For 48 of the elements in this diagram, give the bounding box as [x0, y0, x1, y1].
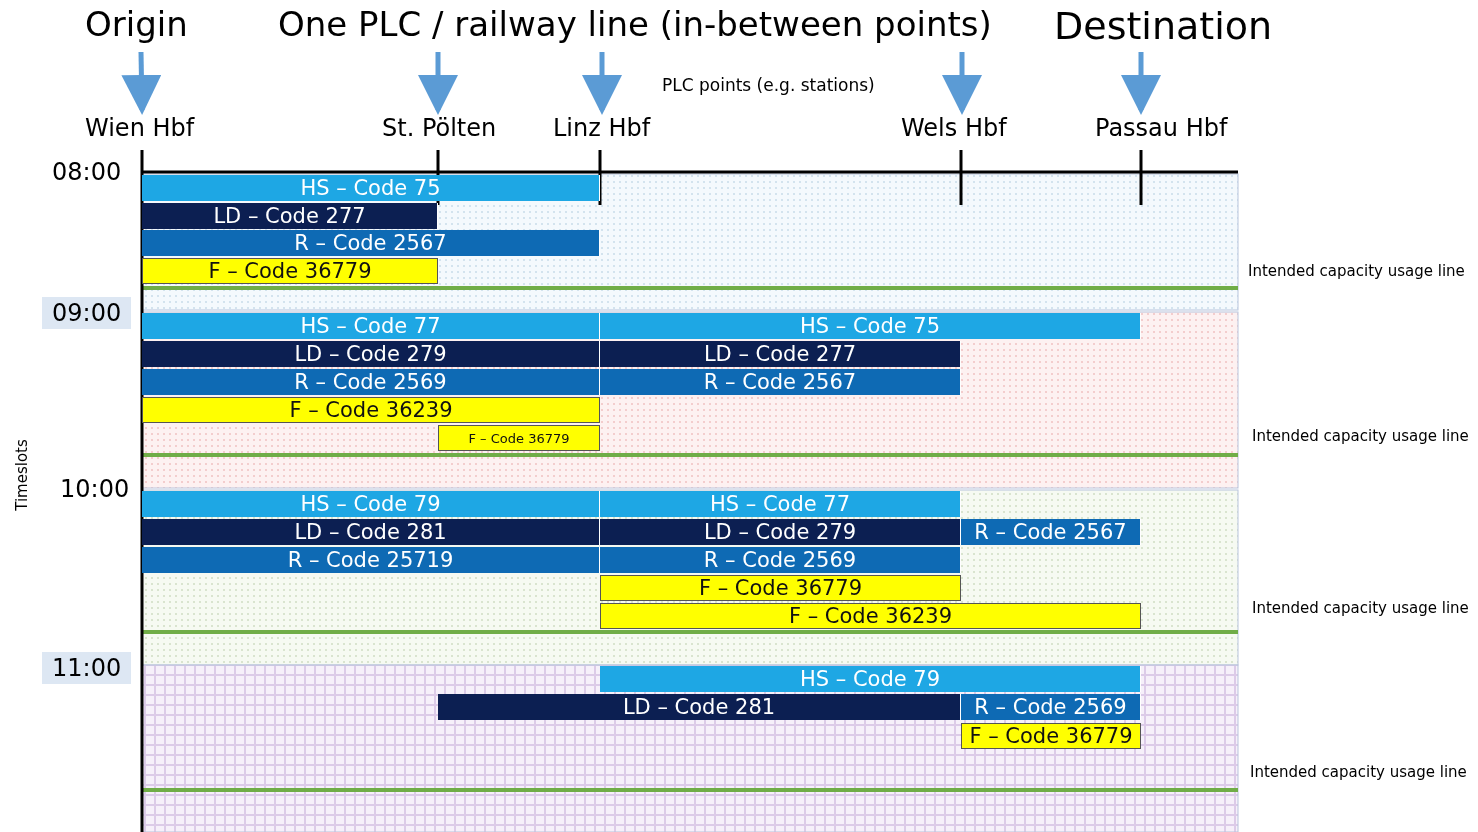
- train-path-bar: LD – Code 281: [438, 694, 961, 720]
- arrow: [1121, 52, 1161, 115]
- capacity-label: Intended capacity usage line: [1252, 599, 1469, 617]
- arrow: [418, 52, 458, 115]
- train-path-bar: LD – Code 279: [600, 519, 961, 545]
- train-path-bar: LD – Code 279: [142, 341, 600, 367]
- station-name: Linz Hbf: [553, 114, 651, 142]
- arrow: [121, 51, 162, 115]
- train-path-bar: F – Code 36779: [438, 425, 600, 451]
- train-path-bar: R – Code 2569: [142, 369, 600, 395]
- train-path-bar: F – Code 36779: [961, 723, 1141, 749]
- train-path-bar: HS – Code 75: [142, 175, 600, 201]
- capacity-label: Intended capacity usage line: [1250, 763, 1467, 781]
- heading-text: One PLC / railway line (in-between points): [278, 4, 992, 44]
- train-path-bar: R – Code 2567: [961, 519, 1141, 545]
- train-path-bar: F – Code 36239: [600, 603, 1141, 629]
- train-path-bar: HS – Code 77: [600, 491, 961, 517]
- train-path-bar: LD – Code 277: [142, 203, 438, 229]
- train-path-bar: LD – Code 281: [142, 519, 600, 545]
- train-path-bar: LD – Code 277: [600, 341, 961, 367]
- train-path-bar: R – Code 2567: [600, 369, 961, 395]
- train-path-bar: F – Code 36779: [142, 258, 438, 284]
- time-label: 09:00: [42, 297, 132, 329]
- train-path-bar: HS – Code 77: [142, 313, 600, 339]
- heading-text: Origin: [85, 4, 188, 44]
- legend-caption: PLC points (e.g. stations): [662, 75, 875, 95]
- train-path-bar: R – Code 25719: [142, 547, 600, 573]
- station-name: St. Pölten: [382, 114, 497, 142]
- heading-text: Destination: [1054, 4, 1273, 48]
- train-path-bar: R – Code 2567: [142, 230, 600, 256]
- train-path-bar: F – Code 36239: [142, 397, 600, 423]
- time-label: 11:00: [42, 652, 132, 684]
- capacity-label: Intended capacity usage line: [1248, 262, 1465, 280]
- station-name: Wien Hbf: [85, 114, 195, 142]
- station-name: Passau Hbf: [1095, 114, 1228, 142]
- train-path-bar: R – Code 2569: [600, 547, 961, 573]
- capacity-label: Intended capacity usage line: [1252, 427, 1469, 445]
- train-path-bar: HS – Code 79: [142, 491, 600, 517]
- train-path-bar: R – Code 2569: [961, 694, 1141, 720]
- station-name: Wels Hbf: [901, 114, 1007, 142]
- train-path-bar: HS – Code 75: [600, 313, 1141, 339]
- train-path-bar: F – Code 36779: [600, 575, 961, 601]
- arrow: [582, 52, 622, 115]
- time-label: 08:00: [52, 158, 122, 186]
- train-path-bar: HS – Code 79: [600, 666, 1141, 692]
- axis-title: Timeslots: [12, 439, 31, 511]
- arrow: [942, 52, 982, 115]
- time-label: 10:00: [60, 475, 130, 503]
